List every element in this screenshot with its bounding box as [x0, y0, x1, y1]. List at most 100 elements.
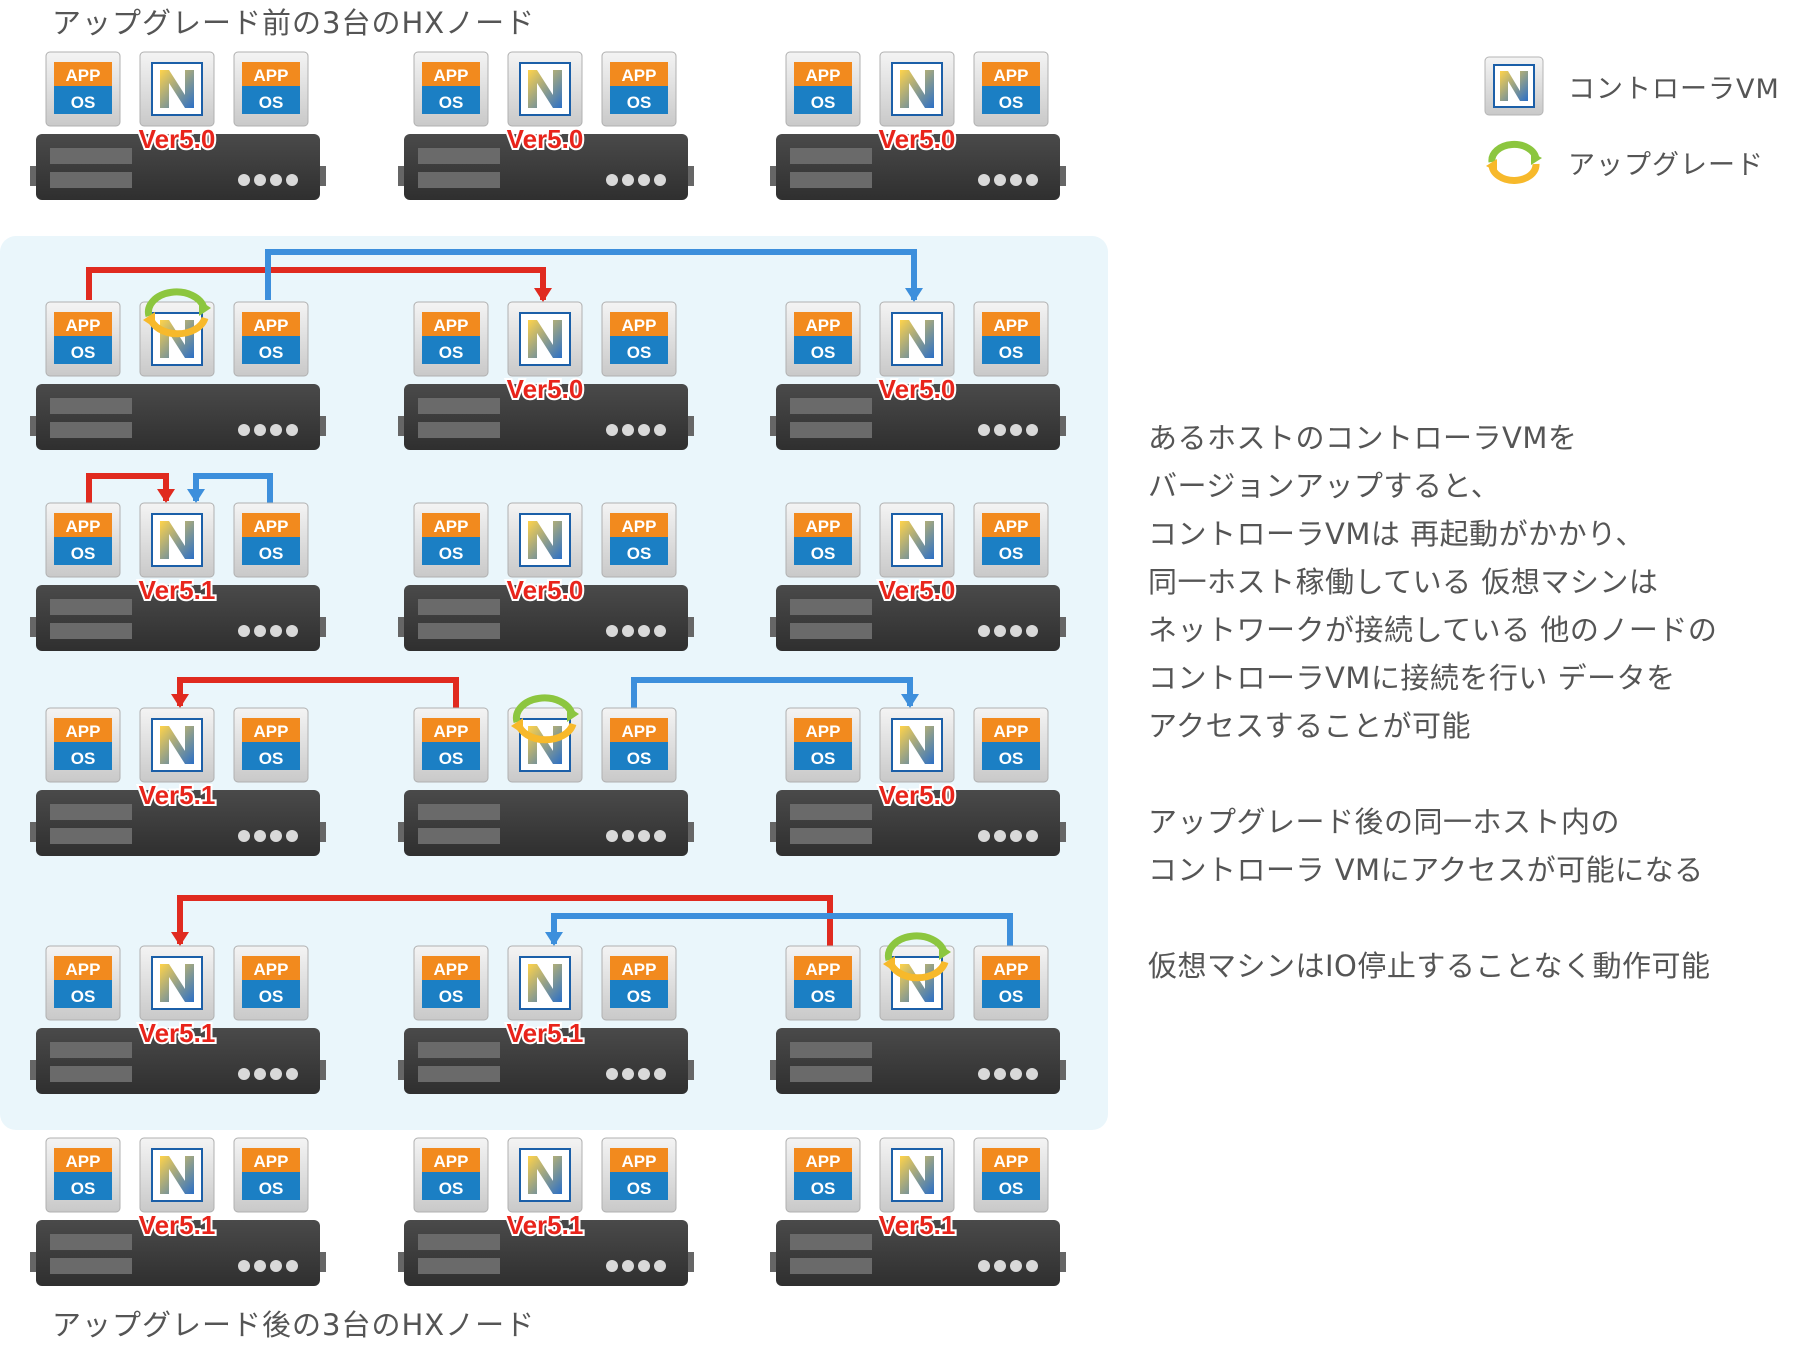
controller-vm: N [879, 945, 955, 1021]
description-line: コントローラVMに接続を行い データを [1148, 661, 1676, 695]
os-label: OS [999, 544, 1024, 563]
controller-vm: N [139, 51, 215, 127]
app-label: APP [994, 517, 1029, 536]
redirect-arrow-blue [631, 677, 919, 708]
description-paragraph-3: 仮想マシンはIO停止することなく動作可能 [1148, 942, 1711, 990]
upgrade-cycle-icon [511, 694, 579, 744]
hx-node-4-2: APPOSNAPPOS [770, 932, 1066, 1094]
app-os-vm: APP OS [233, 707, 309, 783]
hx-node-2-0: APPOSNAPPOS Ver5.1 [30, 502, 326, 651]
app-label: APP [66, 722, 101, 741]
os-label: OS [811, 1179, 836, 1198]
description-paragraph-1: あるホストのコントローラVMを バージョンアップすると、 コントローラVMは 再… [1148, 414, 1717, 750]
upgrade-cycle-icon [883, 932, 951, 982]
os-label: OS [259, 987, 284, 1006]
app-label: APP [254, 960, 289, 979]
controller-vm: N [507, 1137, 583, 1213]
controller-vm: N [879, 1137, 955, 1213]
os-label: OS [627, 93, 652, 112]
version-label: Ver5.1 [139, 780, 216, 810]
nodes-layer: APPOSNAPPOSVer5.0APPOSNAPPOSVer5.0APPOSN… [30, 51, 1066, 1286]
hx-node-0-0: APPOSNAPPOSVer5.0 [30, 51, 326, 200]
server-chassis [398, 1220, 694, 1286]
app-os-vm: APP OS [973, 1137, 1049, 1213]
app-os-vm: APP OS [973, 502, 1049, 578]
redirect-arrow-red [171, 677, 459, 708]
os-label: OS [439, 343, 464, 362]
app-os-vm: APP OS [45, 301, 121, 377]
controller-vm: N [879, 707, 955, 783]
os-label: OS [439, 749, 464, 768]
os-label: OS [627, 749, 652, 768]
controller-vm: N [139, 502, 215, 578]
version-label: Ver5.0 [507, 575, 584, 605]
os-label: OS [259, 1179, 284, 1198]
app-label: APP [434, 316, 469, 335]
app-label: APP [994, 1152, 1029, 1171]
os-label: OS [71, 749, 96, 768]
controller-n-icon [160, 70, 194, 108]
redirect-arrow-blue [545, 913, 1013, 946]
server-chassis [770, 134, 1066, 200]
app-os-vm: APP OS [413, 301, 489, 377]
app-label: APP [994, 66, 1029, 85]
os-label: OS [999, 93, 1024, 112]
server-chassis [398, 384, 694, 450]
hx-node-3-2: APPOSNAPPOSVer5.0 [770, 707, 1066, 856]
server-chassis [398, 585, 694, 651]
app-label: APP [806, 316, 841, 335]
legend-upgrade: アップグレード [1484, 132, 1764, 192]
app-label: APP [622, 66, 657, 85]
os-label: OS [627, 544, 652, 563]
server-chassis [30, 790, 326, 856]
app-label: APP [994, 960, 1029, 979]
version-label: Ver5.1 [139, 1210, 216, 1240]
app-label: APP [66, 66, 101, 85]
controller-vm: N [139, 301, 215, 377]
controller-vm: N [879, 301, 955, 377]
server-chassis [770, 790, 1066, 856]
version-label: Ver5.0 [139, 124, 216, 154]
app-label: APP [806, 517, 841, 536]
description-line: バージョンアップすると、 [1148, 469, 1501, 503]
hx-node-4-0: APPOSNAPPOSVer5.1 [30, 945, 326, 1094]
app-label: APP [622, 722, 657, 741]
server-chassis [30, 1220, 326, 1286]
app-os-vm: APP OS [233, 945, 309, 1021]
os-label: OS [71, 987, 96, 1006]
os-label: OS [999, 1179, 1024, 1198]
os-label: OS [259, 749, 284, 768]
app-label: APP [622, 316, 657, 335]
app-label: APP [66, 316, 101, 335]
os-label: OS [71, 93, 96, 112]
hx-node-5-0: APPOSNAPPOSVer5.1 [30, 1137, 326, 1286]
version-label: Ver5.1 [139, 575, 216, 605]
hx-node-0-1: APPOSNAPPOSVer5.0 [398, 51, 694, 200]
os-label: OS [259, 93, 284, 112]
version-label: Ver5.0 [507, 374, 584, 404]
os-label: OS [999, 343, 1024, 362]
os-label: OS [627, 343, 652, 362]
version-label: Ver5.0 [507, 124, 584, 154]
controller-n-icon [160, 964, 194, 1002]
server-chassis [398, 134, 694, 200]
app-label: APP [622, 960, 657, 979]
app-label: APP [622, 1152, 657, 1171]
app-label: APP [254, 722, 289, 741]
os-label: OS [71, 343, 96, 362]
server-chassis [770, 1220, 1066, 1286]
